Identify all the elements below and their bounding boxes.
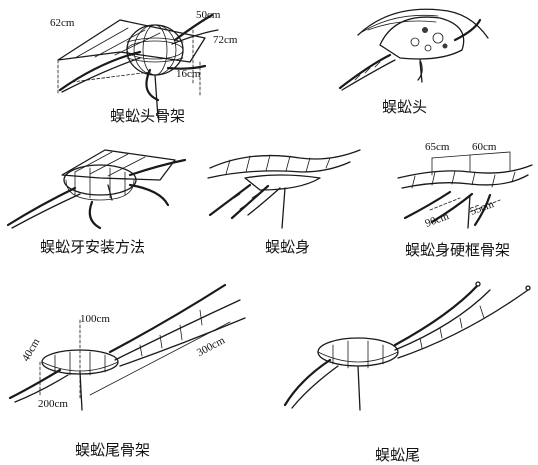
dim-label: 90cm	[424, 210, 451, 230]
panel-body: 蜈蚣身	[207, 149, 361, 256]
dim-label: 100cm	[80, 313, 110, 325]
head-frame-drawing	[57, 13, 219, 119]
caption-head-frame: 蜈蚣头骨架	[110, 107, 185, 125]
panel-head-frame: 62cm 50cm 72cm 16cm 蜈蚣头骨架	[50, 9, 238, 125]
dim-label: 60cm	[472, 141, 497, 153]
caption-head: 蜈蚣头	[382, 98, 427, 116]
caption-tail: 蜈蚣尾	[375, 446, 420, 464]
panel-tail-frame: 100cm 40cm 300cm 200cm 蜈蚣尾骨架	[8, 283, 246, 459]
caption-body: 蜈蚣身	[265, 238, 310, 256]
panel-body-frame: 65cm 60cm 90cm 55cm 蜈蚣身硬框骨架	[397, 141, 533, 259]
dim-label: 40cm	[20, 336, 43, 364]
caption-tail-frame: 蜈蚣尾骨架	[75, 441, 150, 459]
body-drawing	[207, 149, 361, 229]
dim-label: 65cm	[425, 141, 450, 153]
caption-body-frame: 蜈蚣身硬框骨架	[405, 241, 510, 259]
tail-drawing	[283, 281, 531, 411]
dim-label: 50cm	[196, 9, 221, 21]
dim-label: 62cm	[50, 17, 75, 29]
dim-label: 200cm	[38, 398, 68, 410]
panel-head: 蜈蚣头	[338, 8, 489, 116]
body-frame-drawing	[397, 151, 533, 229]
panel-tail: 蜈蚣尾	[283, 281, 531, 464]
fang-drawing	[6, 149, 187, 230]
dim-label: 72cm	[213, 34, 238, 46]
caption-fang: 蜈蚣牙安装方法	[40, 238, 145, 256]
dim-label: 16cm	[176, 68, 201, 80]
head-drawing	[338, 8, 489, 91]
panel-fang: 蜈蚣牙安装方法	[6, 149, 187, 256]
tail-frame-drawing	[8, 283, 246, 411]
